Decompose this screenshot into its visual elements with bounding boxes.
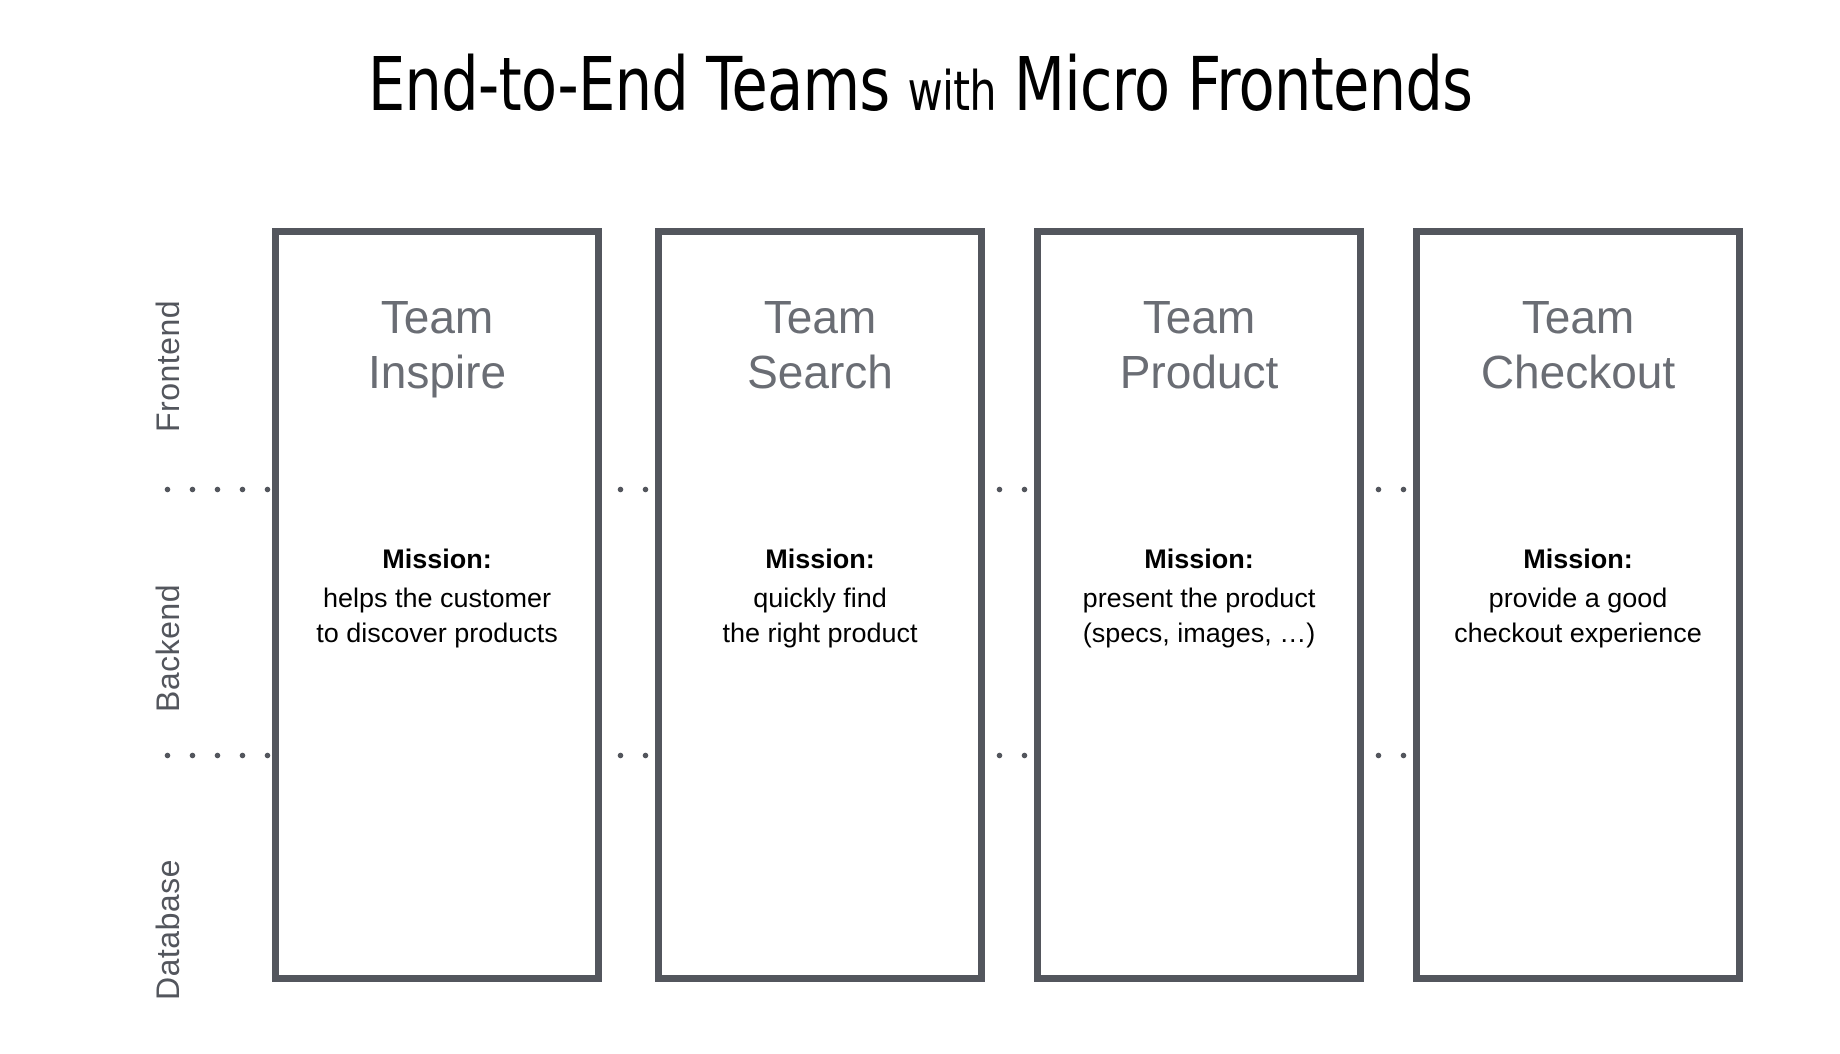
divider-segment-gap-3 xyxy=(1363,751,1413,760)
divider-frontend-backend xyxy=(0,485,1840,494)
team-name-line-1: Team xyxy=(1142,291,1256,343)
mission-line-2: checkout experience xyxy=(1454,618,1702,649)
team-name-line-2: Inspire xyxy=(367,346,507,399)
team-name: Team Inspire xyxy=(279,290,595,400)
mission-line-2: to discover products xyxy=(316,618,558,649)
divider-segment-gap-3 xyxy=(1363,485,1413,494)
mission-label: Mission: xyxy=(382,544,492,574)
team-name-line-1: Team xyxy=(380,291,494,343)
team-box-checkout[interactable]: Team Checkout Mission: provide a good ch… xyxy=(1413,228,1743,982)
team-mission: Mission: quickly find the right product xyxy=(662,542,978,651)
page-title: End-to-End Teams with Micro Frontends xyxy=(184,48,1656,122)
mission-line-1: provide a good xyxy=(1488,583,1668,614)
mission-line-1: quickly find xyxy=(753,583,887,614)
layer-label-database: Database xyxy=(150,859,186,1000)
team-name-line-1: Team xyxy=(763,291,877,343)
team-box-search[interactable]: Team Search Mission: quickly find the ri… xyxy=(655,228,985,982)
team-mission: Mission: provide a good checkout experie… xyxy=(1420,542,1736,651)
divider-backend-database xyxy=(0,751,1840,760)
divider-segment-gap-1 xyxy=(605,751,655,760)
team-name: Team Product xyxy=(1041,290,1357,400)
team-box-inspire[interactable]: Team Inspire Mission: helps the customer… xyxy=(272,228,602,982)
team-mission: Mission: helps the customer to discover … xyxy=(279,542,595,651)
title-part-2: with xyxy=(907,60,996,123)
layer-label-frontend: Frontend xyxy=(150,299,186,432)
divider-segment-gap-1 xyxy=(605,485,655,494)
team-mission: Mission: present the product (specs, ima… xyxy=(1041,542,1357,651)
team-name-line-2: Checkout xyxy=(1480,346,1676,399)
mission-line-1: helps the customer xyxy=(322,583,552,614)
divider-segment-left xyxy=(152,751,272,760)
mission-label: Mission: xyxy=(1144,544,1254,574)
mission-line-2: (specs, images, …) xyxy=(1082,618,1316,649)
team-name: Team Checkout xyxy=(1420,290,1736,400)
mission-label: Mission: xyxy=(1523,544,1633,574)
title-part-3: Micro Frontends xyxy=(1013,42,1473,128)
mission-line-1: present the product xyxy=(1082,583,1316,614)
team-name: Team Search xyxy=(662,290,978,400)
divider-segment-left xyxy=(152,485,272,494)
divider-segment-gap-2 xyxy=(984,751,1034,760)
title-part-1: End-to-End Teams xyxy=(367,42,890,128)
team-name-line-2: Search xyxy=(747,346,893,399)
layer-label-backend: Backend xyxy=(150,583,186,712)
team-name-line-2: Product xyxy=(1119,346,1279,399)
team-name-line-1: Team xyxy=(1521,291,1635,343)
mission-label: Mission: xyxy=(765,544,875,574)
divider-segment-gap-2 xyxy=(984,485,1034,494)
mission-line-2: the right product xyxy=(722,618,918,649)
team-box-product[interactable]: Team Product Mission: present the produc… xyxy=(1034,228,1364,982)
